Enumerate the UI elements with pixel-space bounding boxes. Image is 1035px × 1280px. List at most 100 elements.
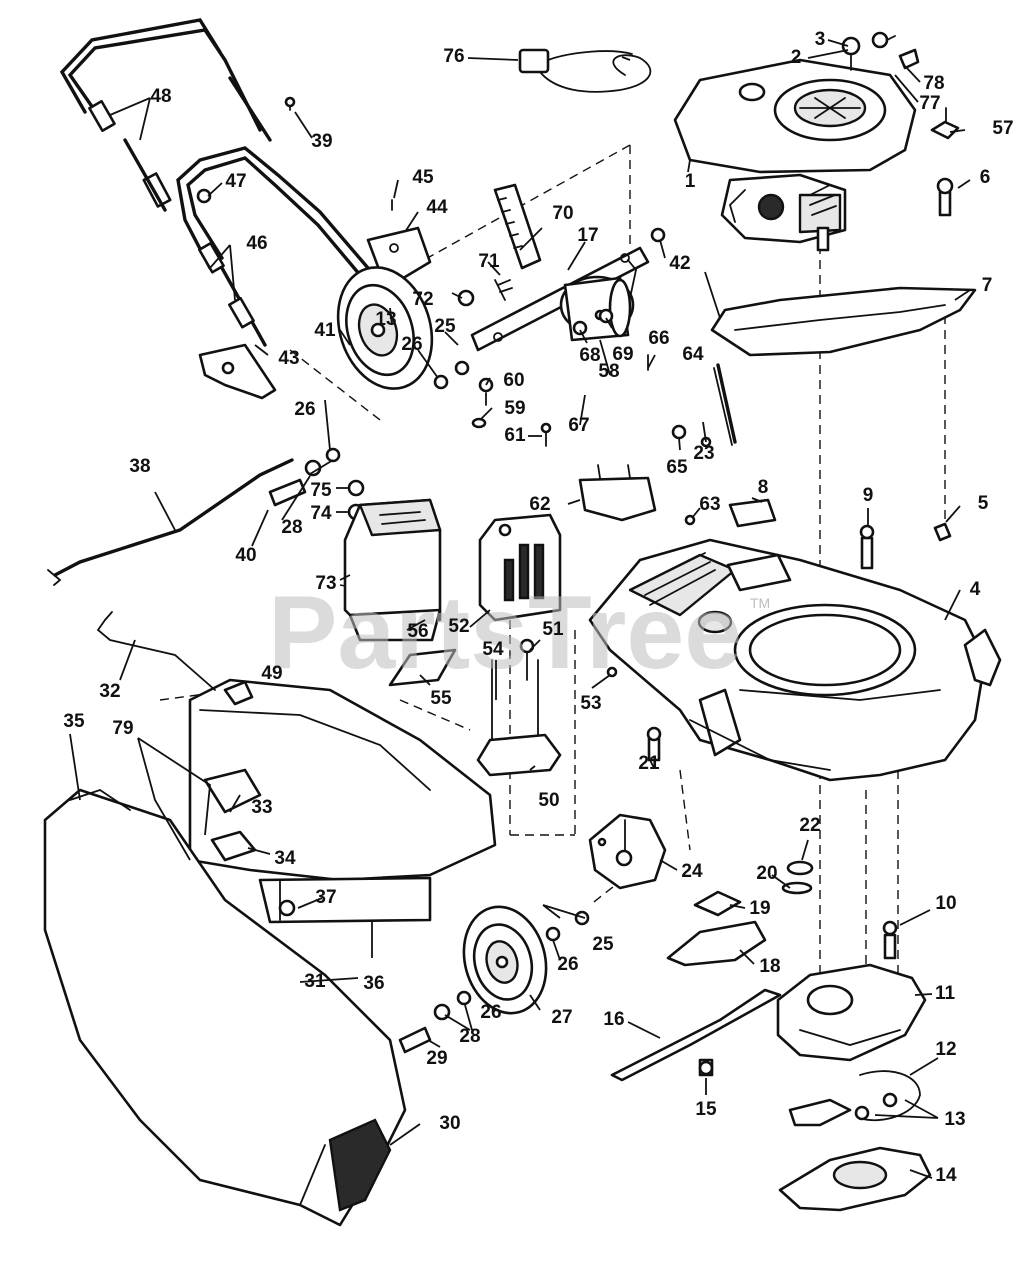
- callout-66: 66: [648, 328, 669, 349]
- callout-44: 44: [426, 197, 448, 218]
- callout-25a: 25: [434, 316, 456, 337]
- callout-19: 19: [749, 898, 770, 919]
- callout-38: 38: [129, 456, 150, 477]
- callout-25b: 25: [592, 934, 614, 955]
- callout-49: 49: [261, 663, 282, 684]
- height-rod: [47, 458, 294, 586]
- callout-79: 79: [112, 718, 133, 739]
- callout-64: 64: [682, 344, 704, 365]
- callout-10: 10: [935, 893, 956, 914]
- callout-18: 18: [759, 956, 780, 977]
- callout-45: 45: [412, 167, 434, 188]
- callout-29: 29: [426, 1048, 447, 1069]
- callout-28b: 28: [459, 1026, 480, 1047]
- callout-11: 11: [935, 983, 956, 1004]
- callout-22: 22: [799, 815, 820, 836]
- callout-53: 53: [580, 693, 601, 714]
- handle-assembly: [59, 18, 370, 400]
- callout-34: 34: [274, 848, 296, 869]
- callout-40: 40: [235, 545, 256, 566]
- callout-15: 15: [695, 1099, 717, 1120]
- callout-52: 52: [448, 616, 469, 637]
- callout-14: 14: [935, 1165, 957, 1186]
- callout-31: 31: [304, 971, 326, 992]
- callout-76: 76: [443, 46, 464, 67]
- callout-62: 62: [529, 494, 550, 515]
- rear-wheel: [268, 266, 470, 521]
- callout-41: 41: [314, 320, 336, 341]
- callout-75: 75: [310, 480, 332, 501]
- height-adjuster: [588, 813, 667, 890]
- callout-51: 51: [542, 619, 564, 640]
- callout-42: 42: [669, 253, 690, 274]
- mower-deck: [588, 538, 1002, 782]
- callout-26c: 26: [557, 954, 578, 975]
- engine: [673, 31, 960, 252]
- callout-17: 17: [577, 225, 598, 246]
- callout-63: 63: [699, 494, 720, 515]
- callout-9: 9: [863, 485, 874, 506]
- callout-74: 74: [310, 503, 332, 524]
- callout-39: 39: [311, 131, 332, 152]
- callout-71: 71: [478, 251, 500, 272]
- watermark: PartsTree TM: [268, 575, 770, 691]
- callout-13a: 13: [944, 1109, 965, 1130]
- callout-1: 1: [685, 171, 696, 192]
- callout-24: 24: [681, 861, 703, 882]
- callout-72: 72: [412, 289, 433, 310]
- callout-69: 69: [612, 344, 633, 365]
- callout-61: 61: [504, 425, 526, 446]
- callout-56: 56: [407, 621, 428, 642]
- callout-35: 35: [63, 711, 85, 732]
- front-wheel: [398, 905, 590, 1054]
- callout-7: 7: [982, 275, 993, 296]
- callout-12: 12: [935, 1039, 956, 1060]
- callout-73: 73: [315, 573, 336, 594]
- power-cord: [518, 48, 652, 93]
- deflector-shield: [710, 286, 977, 357]
- callout-26b: 26: [294, 399, 315, 420]
- callout-33: 33: [251, 797, 272, 818]
- callout-50: 50: [538, 790, 559, 811]
- callout-13b: 13: [375, 309, 396, 330]
- cover-plate: [578, 464, 952, 570]
- watermark-text: PartsTree: [268, 575, 742, 691]
- callout-59: 59: [504, 398, 525, 419]
- callout-78: 78: [923, 73, 944, 94]
- callout-6: 6: [980, 167, 991, 188]
- callout-21: 21: [638, 753, 660, 774]
- callout-46: 46: [246, 233, 267, 254]
- callout-70: 70: [552, 203, 573, 224]
- watermark-mark: TM: [750, 595, 770, 611]
- callout-77: 77: [919, 93, 940, 114]
- callout-43: 43: [278, 348, 299, 369]
- callout-58: 58: [598, 361, 619, 382]
- callout-labels: 1 2 3 4 5 6 7 8 9 10 11 12 13 13 14 15 1…: [63, 29, 1013, 1186]
- callout-26d: 26: [480, 1002, 501, 1023]
- callout-23: 23: [693, 443, 714, 464]
- callout-47: 47: [225, 171, 246, 192]
- callout-55: 55: [430, 688, 452, 709]
- callout-67: 67: [568, 415, 589, 436]
- callout-27: 27: [551, 1007, 572, 1028]
- callout-26a: 26: [401, 334, 422, 355]
- callout-65: 65: [666, 457, 688, 478]
- callout-54: 54: [482, 639, 504, 660]
- blade-assembly: [610, 860, 898, 1082]
- callout-68: 68: [579, 345, 600, 366]
- drive-belt: [713, 363, 737, 446]
- callout-32: 32: [99, 681, 120, 702]
- grass-bag: [43, 788, 407, 1227]
- callout-20: 20: [756, 863, 777, 884]
- battery-and-charger: [343, 498, 562, 777]
- callout-37: 37: [315, 887, 336, 908]
- callout-2: 2: [791, 47, 802, 68]
- fan-housing: [776, 963, 932, 1212]
- callout-28a: 28: [281, 517, 302, 538]
- callout-48: 48: [150, 86, 171, 107]
- callout-36: 36: [363, 973, 384, 994]
- callout-60: 60: [503, 370, 524, 391]
- callout-8: 8: [758, 477, 769, 498]
- callout-4: 4: [970, 579, 981, 600]
